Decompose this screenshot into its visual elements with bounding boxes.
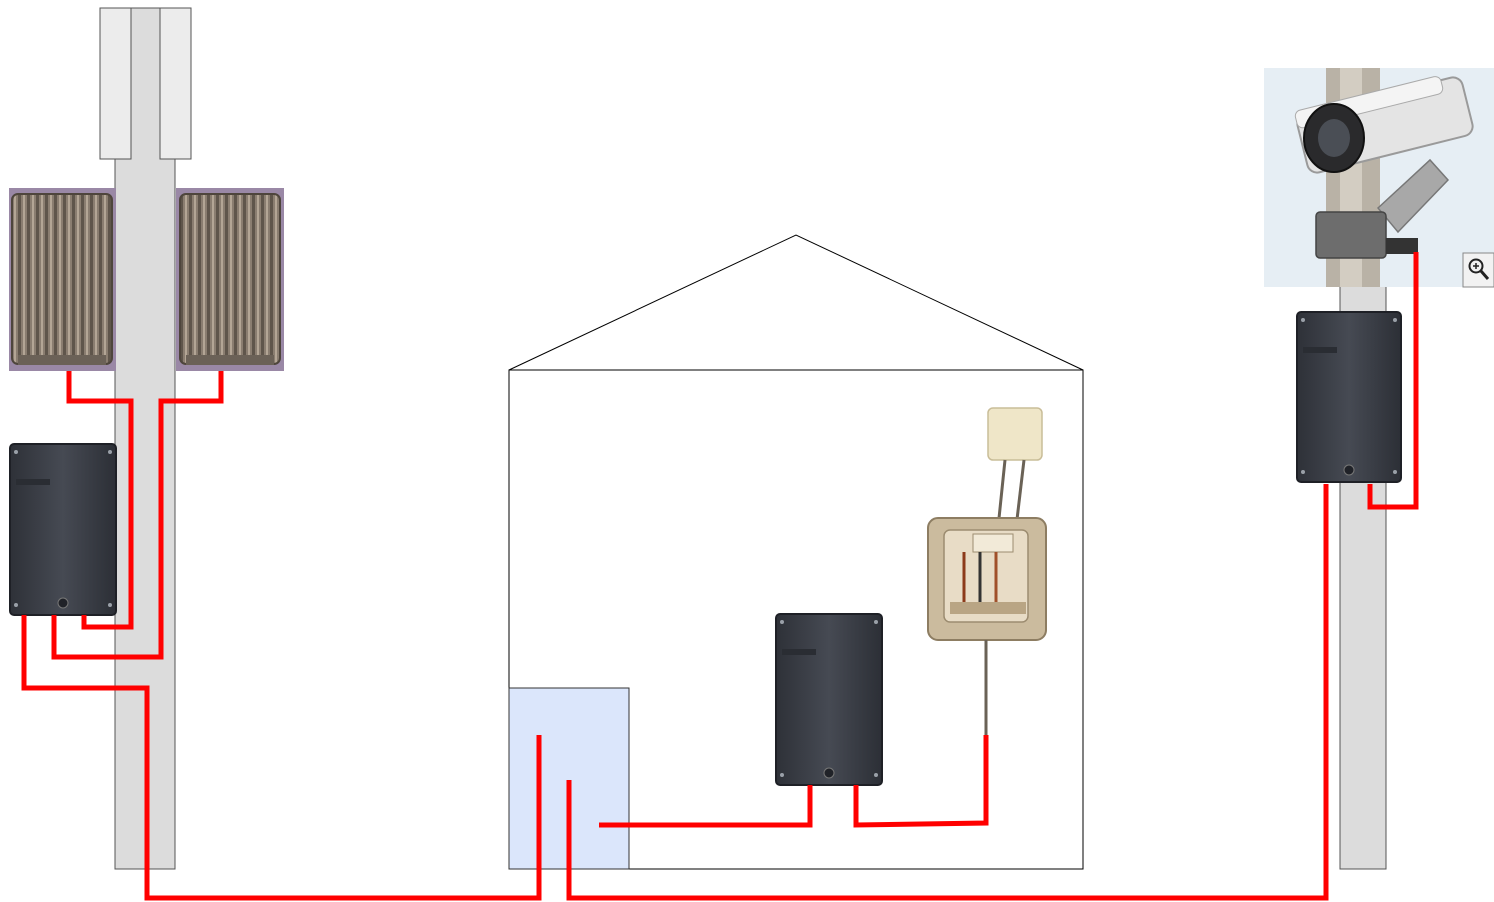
- cctv-camera: [1264, 68, 1494, 287]
- amplifier-right: [176, 188, 284, 371]
- pole-cap-left: [100, 8, 131, 159]
- pole-cap-right: [160, 8, 191, 159]
- junction-box: [928, 518, 1046, 735]
- amplifier-left: [9, 188, 116, 371]
- enclosure-house: [776, 614, 882, 785]
- enclosure-pole-right: [1297, 312, 1401, 482]
- enclosure-pole-left: [10, 444, 116, 615]
- indoor-antenna: [988, 408, 1042, 528]
- cable-room-to-enclosure: [599, 785, 810, 825]
- magnifier-plus-icon[interactable]: [1463, 253, 1494, 287]
